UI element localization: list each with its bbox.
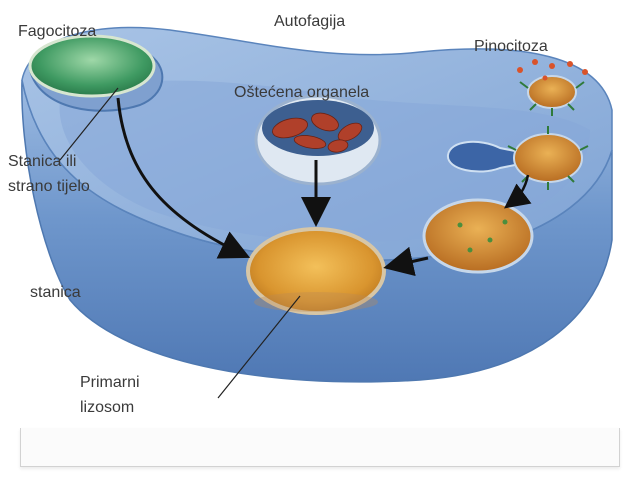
label-stanica: stanica xyxy=(30,284,81,301)
vacuole-particles xyxy=(457,219,508,253)
pinocytic-vesicle-top xyxy=(527,75,577,109)
arrow-phagocytosis xyxy=(116,97,251,259)
leader-line-foreign-body xyxy=(59,87,119,161)
label-ostecena-organela: Oštećena organela xyxy=(234,84,370,101)
leader-line-primary-lysosome xyxy=(217,295,301,399)
label-primarni: Primarni xyxy=(80,374,140,391)
arrow-vacuole-down xyxy=(504,174,532,209)
damaged-organelle-pieces xyxy=(272,112,363,153)
primary-lysosome-shadow xyxy=(254,292,378,312)
pinocytosis-particles xyxy=(517,59,588,81)
receptor-spikes-top xyxy=(519,81,585,116)
phagosome xyxy=(28,34,156,98)
label-fagocitoza: Fagocitoza xyxy=(18,23,97,40)
arrow-pinocytosis xyxy=(383,246,429,277)
label-stanica-ili: Stanica ili xyxy=(8,153,77,170)
label-autofagija: Autofagija xyxy=(274,13,346,30)
slide-footer-bar xyxy=(20,428,620,467)
label-lizosom: lizosom xyxy=(80,399,135,416)
label-pinocitoza: Pinocitoza xyxy=(474,38,548,55)
secondary-vacuole xyxy=(422,198,534,274)
pinocytic-vacuole xyxy=(513,133,583,183)
label-strano-tijelo: strano tijelo xyxy=(8,178,90,195)
